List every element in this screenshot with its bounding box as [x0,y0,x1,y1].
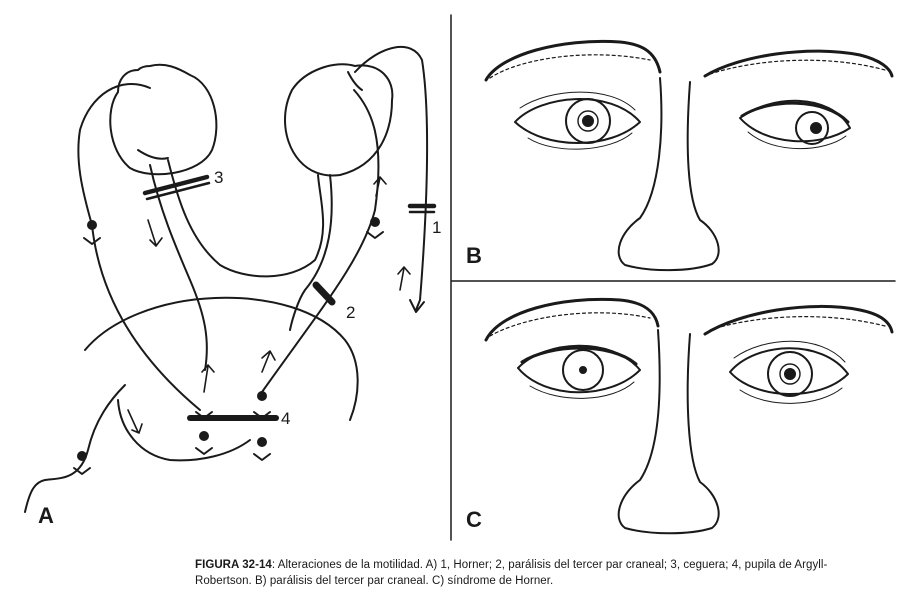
pathway-diagram: 3 1 2 4 A [24,45,441,528]
lesion-3-label: 3 [214,168,223,187]
lesion-2-label: 2 [346,303,355,322]
right-optic-nerve [347,71,363,91]
pupil-right-c [579,366,587,374]
synapse-nodes [77,217,380,461]
eye-right-c [517,344,641,394]
face-horner-syndrome: C [466,297,894,535]
eye-left-c [729,347,849,395]
iris-left-b [795,111,829,145]
left-optic-nerve [137,149,169,160]
left-efferent-fiber [77,83,151,226]
pupil-left-c [784,368,796,380]
left-eyeball [109,63,218,176]
lesion-4-label: 4 [281,409,290,428]
left-ciliary-fiber [91,224,201,411]
direction-arrows [127,176,411,434]
horner-fiber [354,45,429,311]
horner-terminal [409,299,425,313]
optic-tract-left [149,164,208,371]
midbrain-outline [117,399,251,462]
brow-left [703,49,894,78]
optic-chiasm [167,159,325,278]
eye-right-b [514,98,641,144]
caption-text: : Alteraciones de la motilidad. A) 1, Ho… [195,559,828,587]
pupil-right-b [582,115,594,127]
figure-number: FIGURA 32-14 [195,559,272,571]
right-efferent-fiber [261,89,380,393]
iris-left-c [767,351,813,397]
nose-c [617,329,720,535]
figure-caption: FIGURA 32-14: Alteraciones de la motilid… [195,557,835,589]
sympathetic-chain [24,384,126,513]
figure-illustration: 3 1 2 4 A [24,14,896,541]
panel-c-label: C [466,507,482,532]
right-eyeball [284,63,394,177]
brainstem-outline [84,296,359,421]
face-third-nerve-palsy: B [466,39,894,272]
lesion-2-bar [312,281,336,306]
pupil-left-b [810,122,822,134]
lesion-3-bar-b [145,181,211,201]
iris-right-b [565,98,611,144]
lesion-1-label: 1 [432,218,441,237]
nose-b [617,77,720,272]
iris-right-c [562,349,604,391]
lesion-3-bar [142,174,210,196]
lesion-bars [142,174,437,421]
brow-right-c [484,297,660,342]
panel-a-label: A [38,503,54,528]
eye-left-b [739,99,851,143]
panel-b-label: B [466,243,482,268]
optic-tract-right [289,174,333,331]
brow-left-c [703,304,894,336]
brow-right [484,39,662,82]
